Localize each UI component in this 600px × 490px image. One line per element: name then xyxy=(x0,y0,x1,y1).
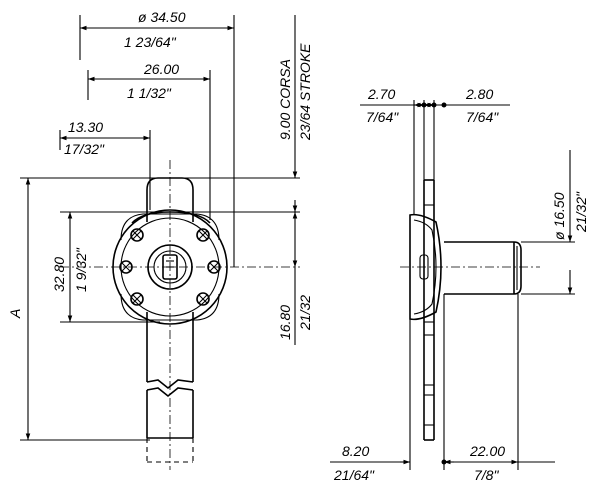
dim-lower-front-mm: 16.80 xyxy=(277,305,293,340)
dim-side-right-in: 7/64" xyxy=(466,109,499,125)
dim-width-front-mm: 26.00 xyxy=(143,61,179,77)
side-view: 2.70 7/64" 2.80 7/64" ø 16.50 21/32" 8.2… xyxy=(330,86,589,483)
dim-diameter-front-mm: ø 34.50 xyxy=(138,9,186,25)
front-view: ø 34.50 1 23/64" 26.00 1 1/32" 13.30 17/… xyxy=(7,9,313,470)
screw-bottom-left xyxy=(130,292,144,306)
dim-height-front-mm: 32.80 xyxy=(51,257,67,292)
cylinder-body xyxy=(444,241,522,295)
screw-top-left xyxy=(130,228,144,242)
dim-side-left-in: 7/64" xyxy=(366,109,399,125)
dim-side-right: 2.80 7/64" xyxy=(424,86,510,125)
dim-side-right-mm: 2.80 xyxy=(465,86,493,102)
extension-lines-side xyxy=(409,100,575,470)
dim-side-body: 22.00 7/8" xyxy=(444,443,555,483)
dim-width-front: 26.00 1 1/32" xyxy=(88,61,210,101)
dim-offset-front: 13.30 17/32" xyxy=(59,119,150,157)
dim-width-front-in: 1 1/32" xyxy=(127,85,172,101)
dim-side-body-mm: 22.00 xyxy=(469,443,505,459)
dim-side-body-in: 7/8" xyxy=(474,467,499,483)
dim-stroke: 9.00 CORSA 23/64 STROKE xyxy=(277,15,313,212)
dim-side-diameter-in: 21/32" xyxy=(573,191,589,233)
dim-lower-front: 16.80 21/32 xyxy=(277,212,313,345)
dim-side-left-mm: 2.70 xyxy=(367,86,395,102)
dim-side-diameter-mm: ø 16.50 xyxy=(551,192,567,240)
dim-lower-front-in: 21/32 xyxy=(297,295,313,331)
screw-top-right xyxy=(196,228,210,242)
screw-bottom-right xyxy=(196,292,210,306)
dim-side-left: 2.70 7/64" xyxy=(360,86,427,125)
dim-diameter-front: ø 34.50 1 23/64" xyxy=(80,9,234,50)
dim-side-front-mm: 8.20 xyxy=(342,443,369,459)
dim-side-front-in: 21/64" xyxy=(333,467,375,483)
dim-offset-front-mm: 13.30 xyxy=(68,119,103,135)
dim-a-label: A xyxy=(7,309,23,319)
dim-side-front: 8.20 21/64" xyxy=(330,443,454,483)
dim-stroke-mm: 9.00 CORSA xyxy=(277,59,293,140)
dim-stroke-in: 23/64 STROKE xyxy=(297,43,313,141)
dim-height-front: 32.80 1 9/32" xyxy=(51,212,89,322)
dim-height-front-in: 1 9/32" xyxy=(73,247,89,292)
extension-lines-front xyxy=(20,15,300,441)
dim-diameter-front-in: 1 23/64" xyxy=(124,34,177,50)
dim-offset-front-in: 17/32" xyxy=(64,141,105,157)
dim-side-diameter: ø 16.50 21/32" xyxy=(551,150,589,294)
dim-a: A xyxy=(7,178,31,440)
